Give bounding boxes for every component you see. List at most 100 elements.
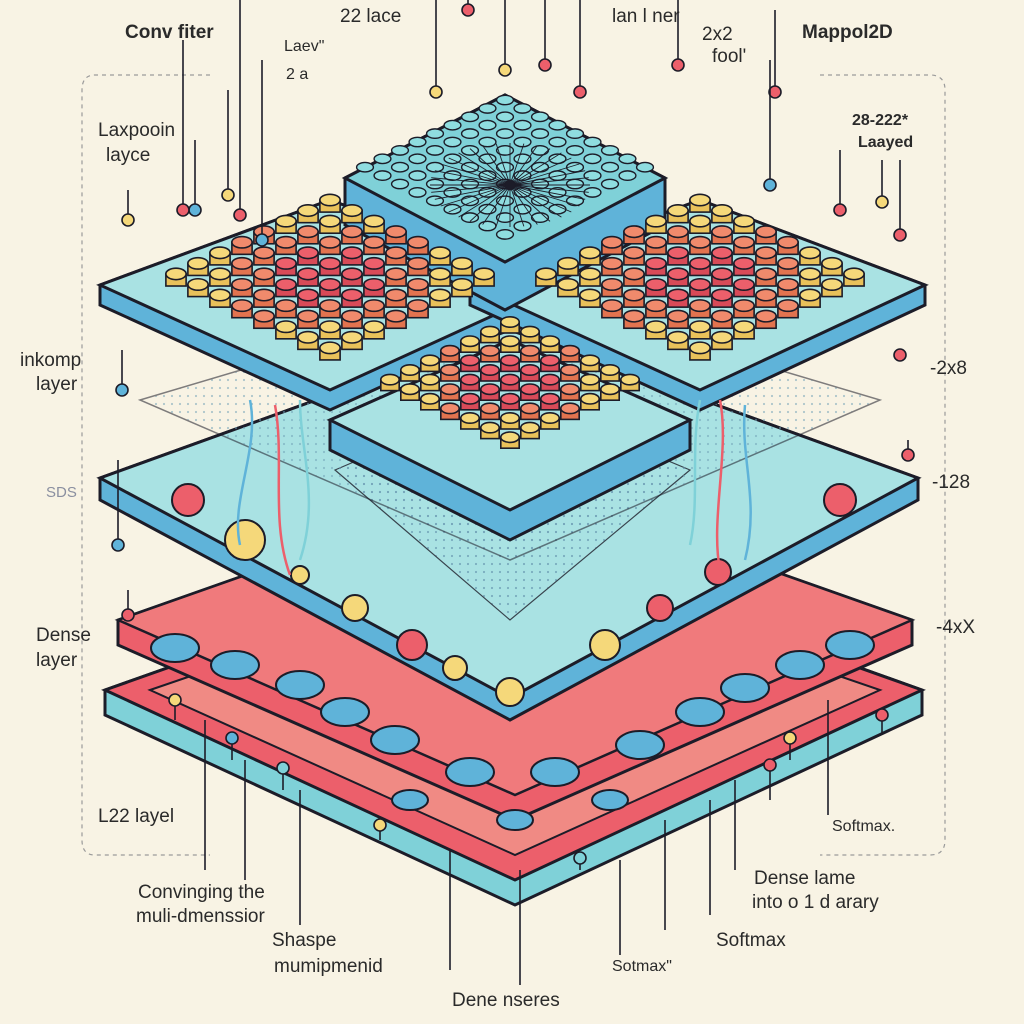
mid-grid-cell bbox=[439, 383, 460, 402]
left-grid-cell bbox=[275, 256, 297, 277]
label-dense-b: layer bbox=[36, 650, 78, 671]
annotation-pin bbox=[893, 160, 907, 242]
central-block-cells bbox=[355, 94, 655, 240]
left-grid-cell bbox=[319, 320, 341, 340]
mid-grid-cell bbox=[399, 383, 420, 402]
mid-grid-cell bbox=[599, 383, 620, 402]
left-grid-cell bbox=[385, 267, 407, 287]
right-grid-cell bbox=[799, 246, 821, 266]
central-cell bbox=[408, 136, 427, 148]
mid-grid-cell bbox=[419, 373, 440, 392]
right-grid-cell bbox=[711, 330, 733, 351]
label-lan-ner: lan l ner bbox=[612, 6, 680, 27]
label-inkomp-a: inkomp bbox=[20, 350, 82, 371]
left-grid-cell bbox=[319, 256, 341, 277]
left-grid-cell bbox=[407, 277, 429, 298]
right-grid-cell bbox=[777, 235, 799, 256]
label-shaspe-b: mumipmenid bbox=[274, 956, 383, 977]
mid-grid-cell bbox=[459, 354, 480, 373]
left-grid-cell bbox=[385, 309, 407, 330]
central-cell bbox=[408, 153, 427, 165]
central-cell bbox=[635, 161, 655, 173]
right-grid-cell bbox=[821, 277, 843, 298]
mid-grid-cell bbox=[559, 363, 580, 382]
right-grid-cell bbox=[799, 288, 821, 308]
right-grid-cell bbox=[689, 256, 711, 277]
right-grid-cell bbox=[689, 341, 711, 361]
left-grid-cell bbox=[297, 309, 319, 330]
central-cell bbox=[443, 203, 462, 215]
annotation-pin bbox=[875, 708, 889, 735]
central-cell bbox=[530, 111, 550, 123]
mid-grid-cell bbox=[539, 354, 560, 373]
central-cell bbox=[583, 153, 602, 165]
mid-grid-cell bbox=[579, 354, 600, 373]
right-grid-cell bbox=[843, 267, 865, 287]
mid-grid-cell bbox=[519, 421, 540, 440]
central-cell bbox=[478, 102, 497, 114]
annotation-pin bbox=[498, 0, 512, 77]
central-cell bbox=[583, 186, 602, 198]
middle-filter-grid bbox=[379, 315, 640, 450]
mid-grid-cell bbox=[599, 363, 620, 382]
right-grid-cell bbox=[645, 235, 667, 256]
right-grid-cell bbox=[667, 204, 689, 224]
left-grid-cell bbox=[407, 256, 429, 277]
central-cell bbox=[530, 128, 550, 140]
right-grid-cell bbox=[579, 267, 601, 287]
label-sds: SDS bbox=[46, 484, 77, 501]
mid-grid-cell bbox=[459, 411, 480, 430]
mid-grid-cell bbox=[479, 402, 500, 421]
right-grid-cell bbox=[711, 267, 733, 287]
mid-grid-cell bbox=[579, 392, 600, 411]
left-grid-cell bbox=[209, 267, 231, 287]
central-cell bbox=[373, 170, 392, 182]
left-grid-cell bbox=[319, 193, 341, 213]
left-grid-cell bbox=[429, 267, 451, 287]
central-cell bbox=[425, 128, 445, 140]
annotation-pin bbox=[233, 0, 247, 222]
left-grid-cell bbox=[319, 277, 341, 298]
central-cell bbox=[600, 144, 620, 156]
annotation-pin bbox=[115, 350, 129, 397]
label-shaspe-a: Shaspe bbox=[272, 930, 337, 951]
central-cell bbox=[513, 203, 532, 215]
mid-grid-cell bbox=[459, 373, 480, 392]
mid-grid-cell bbox=[539, 335, 560, 354]
mid-grid-cell bbox=[499, 373, 520, 392]
annotation-pin bbox=[893, 348, 907, 362]
right-grid-cell bbox=[557, 256, 579, 277]
central-cell bbox=[443, 119, 462, 131]
mid-grid-cell bbox=[479, 363, 500, 382]
right-grid-cell bbox=[733, 277, 755, 298]
left-grid-cell bbox=[429, 246, 451, 266]
right-grid-cell bbox=[623, 267, 645, 287]
mid-grid-cell bbox=[539, 392, 560, 411]
central-cell bbox=[460, 212, 480, 224]
central-cell bbox=[443, 136, 462, 148]
right-grid-cell bbox=[689, 277, 711, 298]
right-grid-cell bbox=[755, 288, 777, 308]
left-grid-cell bbox=[341, 225, 363, 245]
right-filter-grid bbox=[535, 193, 865, 361]
right-grid-cell bbox=[601, 277, 623, 298]
annotation-pin bbox=[538, 0, 552, 72]
left-grid-cell bbox=[231, 256, 253, 277]
central-cell bbox=[530, 161, 550, 173]
mid-grid-cell bbox=[579, 373, 600, 392]
annotation-pin bbox=[429, 0, 443, 99]
mid-grid-cell bbox=[439, 363, 460, 382]
central-cell bbox=[425, 195, 445, 207]
mid-grid-cell bbox=[559, 344, 580, 363]
central-cell bbox=[565, 161, 585, 173]
label-laxpooin-a: Laxpooin bbox=[98, 120, 176, 141]
label-dim-128: -128 bbox=[932, 472, 971, 493]
left-grid-cell bbox=[363, 299, 385, 319]
central-cell bbox=[425, 161, 445, 173]
left-grid-cell bbox=[363, 277, 385, 298]
annotation-pin bbox=[255, 60, 269, 247]
left-grid-cell bbox=[297, 225, 319, 245]
annotation-pin bbox=[176, 40, 190, 217]
central-cell bbox=[583, 136, 602, 148]
